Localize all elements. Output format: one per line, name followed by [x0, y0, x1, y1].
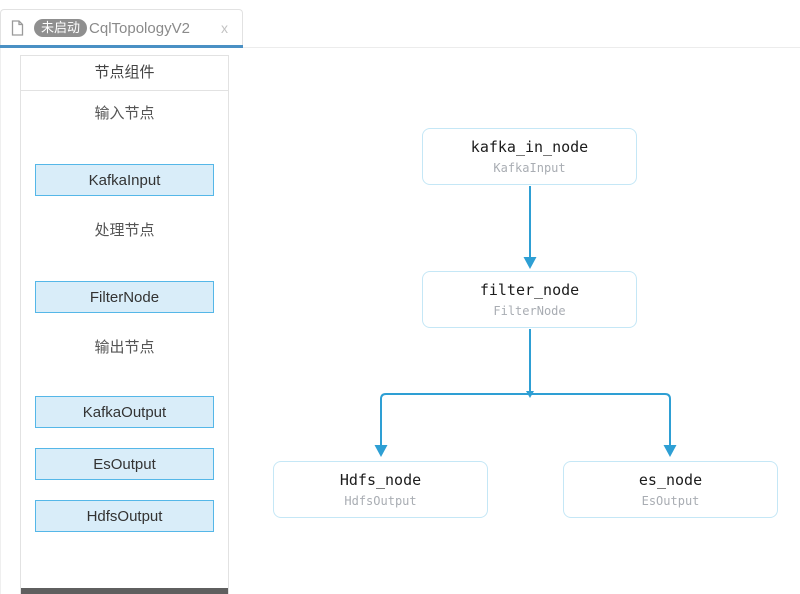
node-name: es_node — [638, 471, 703, 489]
palette-item-esoutput[interactable]: EsOutput — [35, 448, 214, 480]
node-name: Hdfs_node — [339, 471, 422, 489]
node-component-type: HdfsOutput — [344, 494, 417, 508]
sidebar-bottom-bar — [21, 588, 228, 594]
palette-item-filternode[interactable]: FilterNode — [35, 281, 214, 313]
node-hdfs-node[interactable]: Hdfs_node HdfsOutput — [273, 461, 488, 518]
status-badge: 未启动 — [34, 19, 88, 37]
node-es-node[interactable]: es_node EsOutput — [563, 461, 778, 518]
palette-item-hdfsoutput[interactable]: HdfsOutput — [35, 500, 214, 532]
section-label-output-nodes: 输出节点 — [94, 339, 155, 356]
tab-bar: 未启动 CqlTopologyV2 x — [0, 0, 800, 48]
tab-cqltopologyv2[interactable]: 未启动 CqlTopologyV2 x — [0, 9, 243, 46]
tab-title: CqlTopologyV2 — [89, 19, 190, 37]
node-name: kafka_in_node — [470, 138, 589, 156]
edge-junction — [526, 391, 534, 398]
node-palette-sidebar: 节点组件 输入节点 KafkaInput 处理节点 FilterNode 输出节… — [20, 55, 229, 594]
arrowhead-to-es-node — [663, 445, 677, 457]
palette-item-kafkainput[interactable]: KafkaInput — [35, 164, 214, 196]
section-label-process-nodes: 处理节点 — [94, 222, 155, 239]
node-component-type: KafkaInput — [493, 161, 566, 175]
tabbar-baseline — [0, 47, 800, 48]
palette-item-kafkaoutput[interactable]: KafkaOutput — [35, 396, 214, 428]
palette-header: 节点组件 — [21, 56, 228, 91]
node-component-type: FilterNode — [493, 304, 566, 318]
file-icon — [11, 20, 24, 36]
node-filter-node[interactable]: filter_node FilterNode — [422, 271, 637, 328]
arrowhead-to-filter-node — [523, 257, 537, 269]
active-tab-underline — [0, 45, 243, 48]
node-name: filter_node — [479, 281, 580, 299]
node-kafka-in-node[interactable]: kafka_in_node KafkaInput — [422, 128, 637, 185]
left-edge-divider — [0, 48, 1, 594]
node-component-type: EsOutput — [641, 494, 700, 508]
arrowhead-to-hdfs-node — [374, 445, 388, 457]
close-icon[interactable]: x — [221, 20, 228, 36]
section-label-input-nodes: 输入节点 — [94, 105, 155, 122]
